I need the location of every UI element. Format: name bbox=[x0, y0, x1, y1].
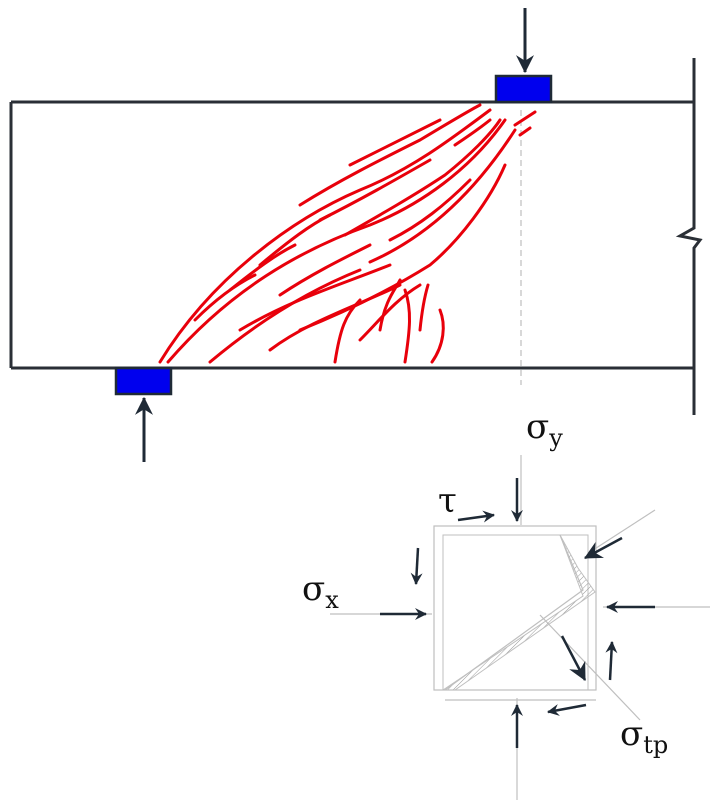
crack bbox=[403, 288, 412, 364]
crack bbox=[378, 278, 402, 332]
crack bbox=[318, 158, 432, 222]
tau-right-arrow bbox=[605, 641, 618, 681]
sigma-y-label: σy bbox=[526, 407, 563, 452]
tau-bottom-arrow bbox=[547, 703, 587, 716]
tau-left-arrow bbox=[410, 547, 423, 585]
top-load-plate bbox=[494, 74, 553, 104]
crack bbox=[513, 110, 537, 127]
crack bbox=[418, 283, 430, 332]
crack bbox=[518, 126, 532, 137]
stress-element bbox=[330, 478, 710, 800]
crack bbox=[298, 103, 482, 207]
tau-top-arrow bbox=[457, 510, 495, 523]
crack bbox=[166, 118, 507, 364]
inclined-plane-line bbox=[444, 534, 584, 691]
principal-upper-arrow bbox=[584, 536, 623, 560]
crack bbox=[298, 163, 507, 332]
crack bbox=[258, 213, 332, 267]
crack bbox=[358, 283, 422, 342]
bottom-support-plate bbox=[114, 366, 173, 396]
principal-guide-line bbox=[589, 509, 656, 553]
crack bbox=[278, 243, 372, 297]
sigma-x-label: σx bbox=[302, 569, 339, 614]
inclined-plane-wedge bbox=[441, 534, 596, 691]
crack bbox=[158, 108, 492, 364]
tau-label: τ bbox=[438, 481, 457, 521]
sigma-tp-label: σtp bbox=[620, 714, 668, 759]
crack bbox=[238, 263, 392, 332]
crack bbox=[388, 178, 472, 242]
crack bbox=[343, 118, 502, 237]
principal-guide-line-lower bbox=[539, 614, 641, 721]
crack bbox=[430, 308, 445, 364]
crack bbox=[348, 118, 442, 167]
beam bbox=[9, 58, 703, 415]
crack bbox=[333, 298, 362, 364]
crack bbox=[453, 118, 492, 147]
crack-pattern bbox=[158, 103, 537, 364]
beam-break-line bbox=[675, 58, 703, 415]
stress-element-inner bbox=[442, 534, 589, 691]
crack bbox=[193, 273, 257, 322]
principal-lower-arrow bbox=[560, 635, 587, 681]
crack bbox=[368, 128, 517, 264]
